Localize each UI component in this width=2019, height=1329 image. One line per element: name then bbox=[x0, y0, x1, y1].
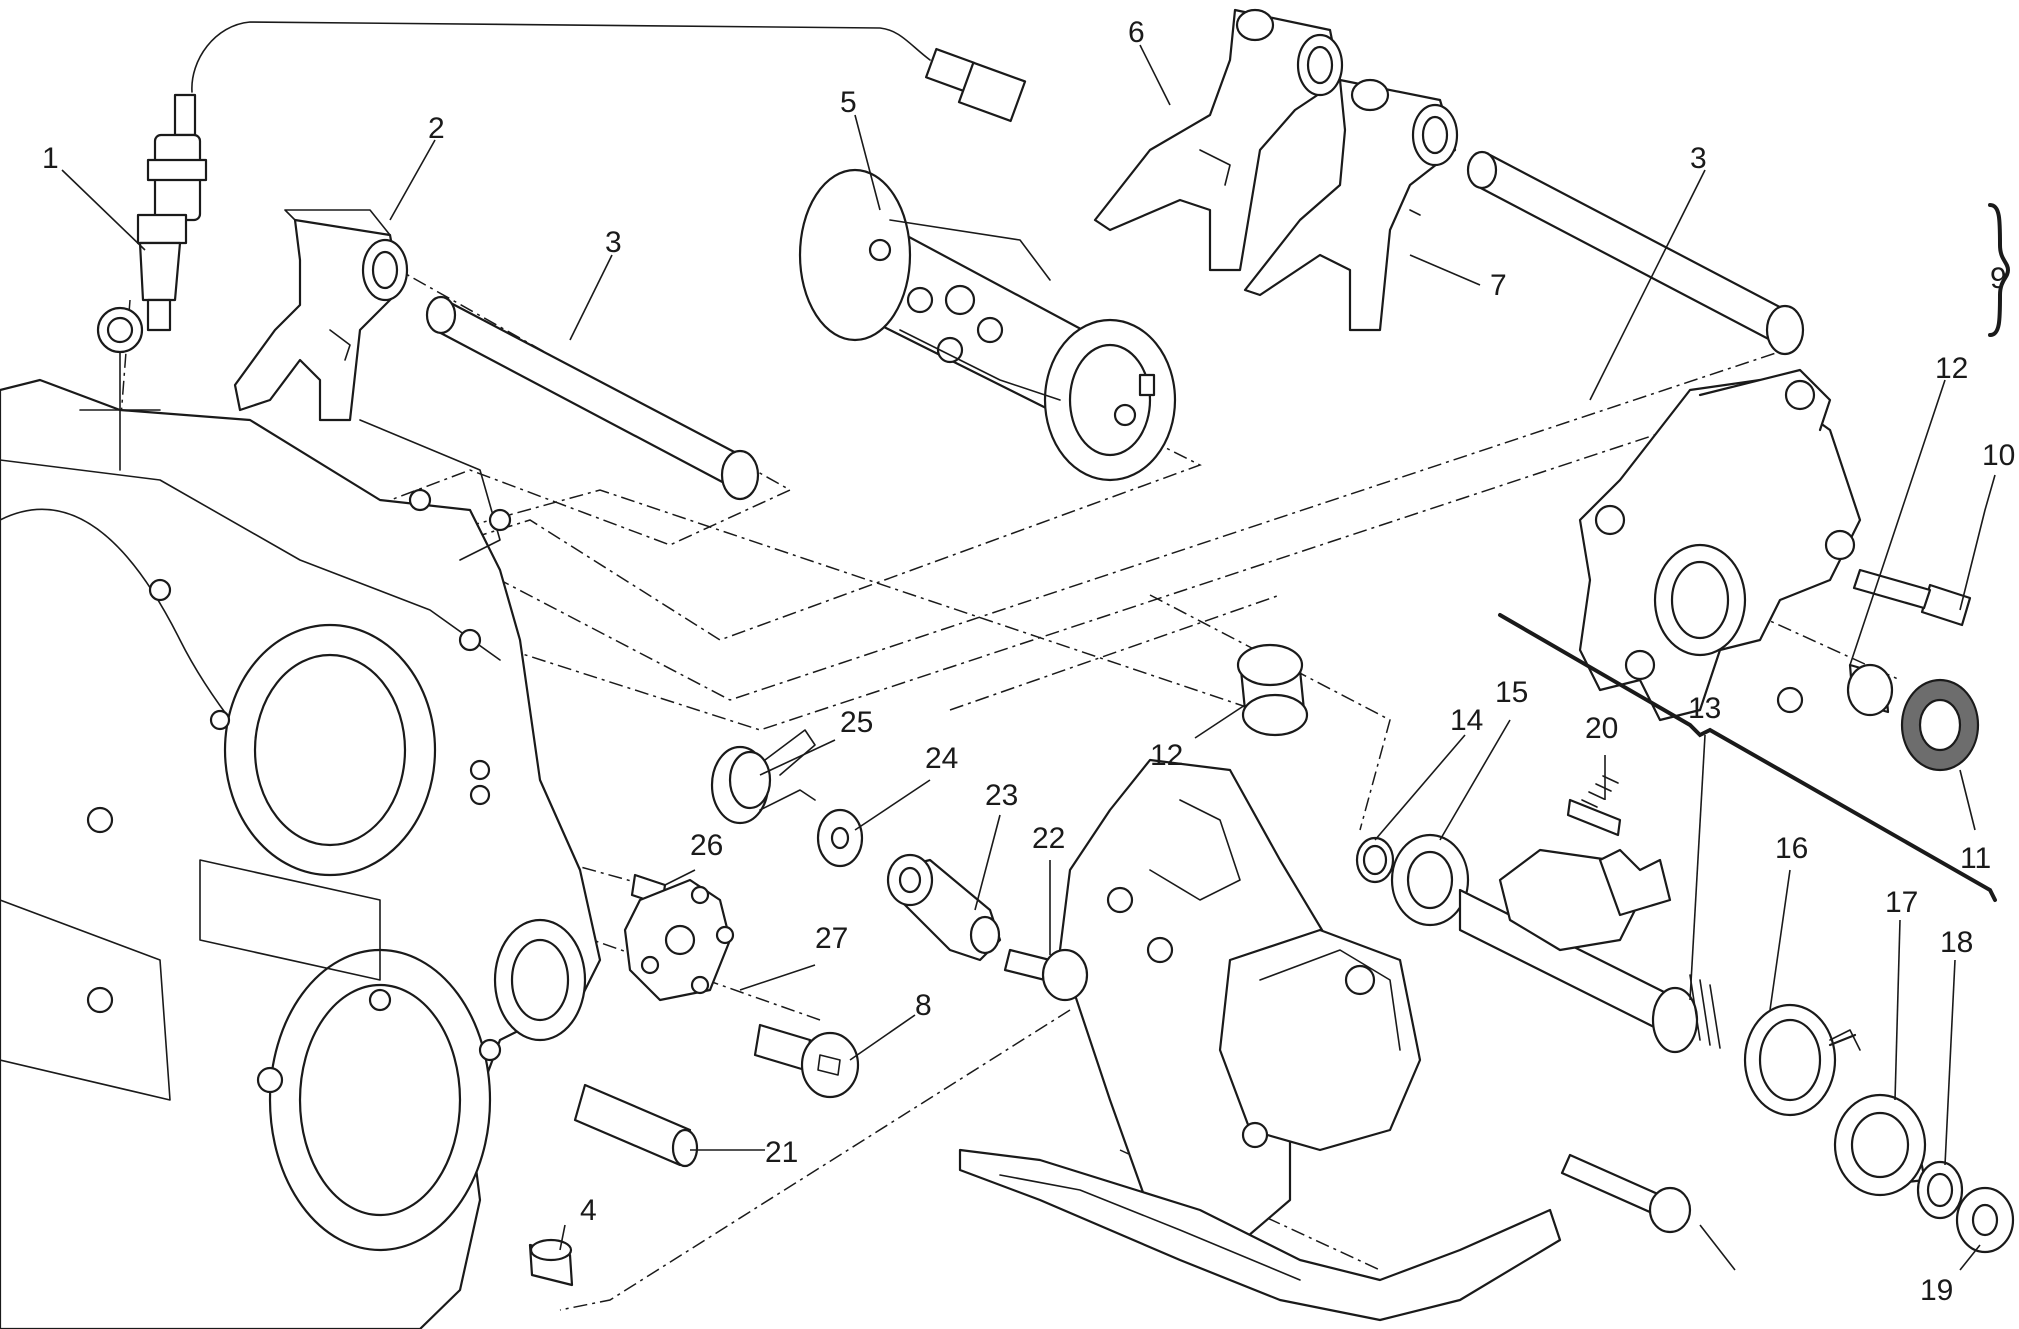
callout-22: 22 bbox=[1032, 822, 1065, 855]
bracket-9 bbox=[1988, 203, 2011, 337]
callout-3a: 3 bbox=[605, 226, 622, 259]
callout-8: 8 bbox=[915, 989, 932, 1022]
pin-21 bbox=[573, 1083, 699, 1168]
callout-2: 2 bbox=[428, 112, 445, 145]
callout-12b: 12 bbox=[1935, 352, 1968, 385]
star-wheel-27 bbox=[623, 878, 735, 1002]
bolt-22 bbox=[1003, 948, 1089, 1002]
callout-24: 24 bbox=[925, 742, 958, 775]
washer-19 bbox=[1955, 1186, 2015, 1254]
crankcase bbox=[0, 306, 602, 1329]
bracket-13 bbox=[1498, 613, 1997, 902]
bushing-17 bbox=[1833, 1093, 1927, 1197]
shift-shaft-13 bbox=[1458, 848, 1721, 1054]
bolt-10 bbox=[1852, 568, 1972, 627]
callout-9: 9 bbox=[1990, 262, 2007, 295]
circlip-18 bbox=[1916, 1160, 1964, 1220]
callout-13: 13 bbox=[1688, 692, 1721, 725]
callout-10: 10 bbox=[1982, 439, 2015, 472]
callout-5: 5 bbox=[840, 86, 857, 119]
neutral-sensor bbox=[136, 21, 1027, 332]
callout-23: 23 bbox=[985, 779, 1018, 812]
callout-labels: 1 2 3 3 4 5 6 7 8 9 10 11 12 12 13 14 15… bbox=[42, 16, 2015, 1307]
callout-7: 7 bbox=[1490, 269, 1507, 302]
bearing-15 bbox=[1390, 833, 1470, 927]
shift-fork-2 bbox=[233, 209, 409, 422]
dowel-4 bbox=[528, 1238, 574, 1287]
callout-26: 26 bbox=[690, 829, 723, 862]
callout-3b: 3 bbox=[1690, 142, 1707, 175]
torsion-spring-25 bbox=[710, 729, 816, 825]
shift-fork-7 bbox=[1243, 78, 1459, 332]
bushing-12a bbox=[1236, 643, 1309, 737]
shift-drum bbox=[798, 168, 1177, 482]
callout-16: 16 bbox=[1775, 832, 1808, 865]
callout-17: 17 bbox=[1885, 886, 1918, 919]
callout-19: 19 bbox=[1920, 1274, 1953, 1307]
callout-11: 11 bbox=[1960, 842, 1991, 875]
return-spring-16 bbox=[1743, 1003, 1861, 1117]
shaft-cover-9 bbox=[1578, 368, 1862, 722]
fork-shaft-3a bbox=[425, 295, 760, 501]
callout-12a: 12 bbox=[1150, 739, 1183, 772]
callout-21: 21 bbox=[765, 1136, 798, 1169]
bushing-12b bbox=[1846, 663, 1894, 717]
callout-6: 6 bbox=[1128, 16, 1145, 49]
shift-fork-6 bbox=[1093, 8, 1344, 272]
callout-14: 14 bbox=[1450, 704, 1483, 737]
cover-bolt bbox=[1560, 1153, 1692, 1234]
leader-lines bbox=[61, 44, 1996, 1271]
callout-4: 4 bbox=[580, 1194, 597, 1227]
callout-18: 18 bbox=[1940, 926, 1973, 959]
skid-plate bbox=[958, 1148, 1562, 1322]
callout-27: 27 bbox=[815, 922, 848, 955]
washer-24 bbox=[816, 808, 864, 868]
fork-shaft-3b bbox=[1466, 150, 1805, 356]
pump-body bbox=[1218, 928, 1422, 1152]
callout-20: 20 bbox=[1585, 712, 1618, 745]
oil-seal-11 bbox=[1900, 678, 1980, 772]
callout-25: 25 bbox=[840, 706, 873, 739]
bolt-8 bbox=[753, 1023, 860, 1099]
circlip-14 bbox=[1355, 836, 1395, 884]
callout-1: 1 bbox=[42, 142, 59, 175]
selector-lever-23 bbox=[886, 853, 1002, 962]
callout-15: 15 bbox=[1495, 676, 1528, 709]
spring-20 bbox=[1566, 775, 1622, 837]
